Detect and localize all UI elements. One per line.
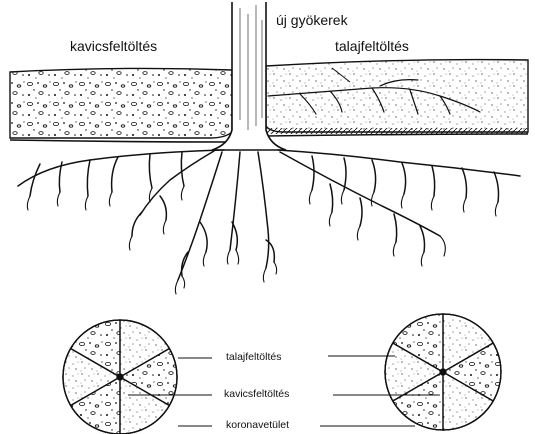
root-barrier-hatch <box>266 128 528 134</box>
soil-fill-layer <box>266 60 528 132</box>
legend-crown-projection: koronavetület <box>226 420 289 431</box>
root-system <box>18 150 520 294</box>
legend-soil-fill: talajfeltöltés <box>226 352 281 363</box>
label-soil-fill: talajfeltöltés <box>335 39 409 53</box>
gravel-fill-layer <box>10 68 232 138</box>
ground-cross-section <box>10 60 528 142</box>
legend-gravel-fill: kavicsfeltöltés <box>224 389 289 400</box>
plan-circle-left <box>63 320 177 434</box>
label-new-roots: új gyökerek <box>276 13 348 27</box>
plan-circle-right <box>385 314 501 430</box>
label-gravel-fill: kavicsfeltöltés <box>70 39 157 53</box>
